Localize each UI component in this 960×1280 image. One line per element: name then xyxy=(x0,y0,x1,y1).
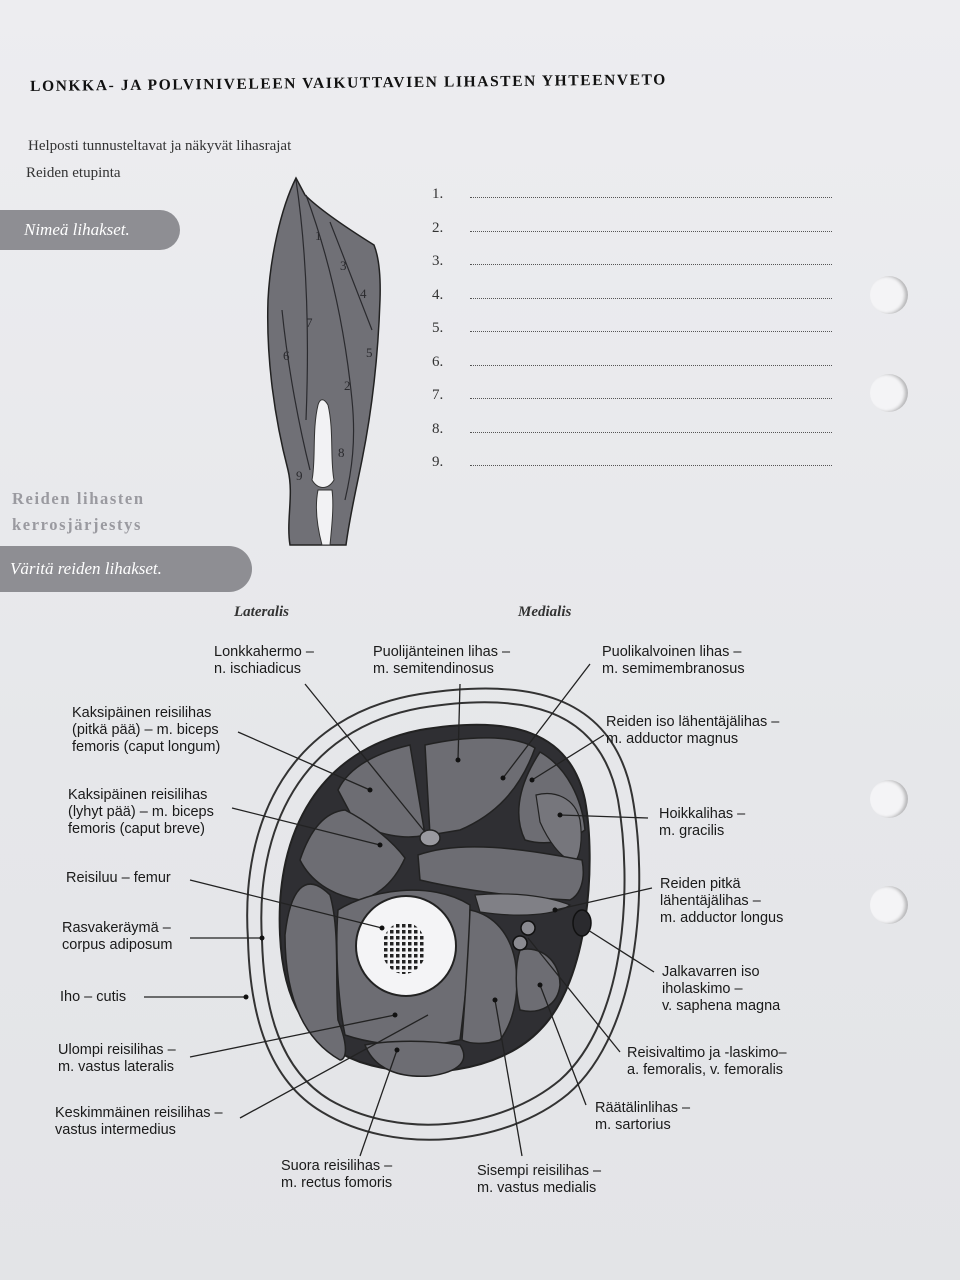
answer-row: 5. xyxy=(432,320,832,354)
layers-heading-line-2: kerrosjärjestys xyxy=(12,515,142,534)
label-femur: Reisiluu – femur xyxy=(66,870,171,886)
answer-row: 1. xyxy=(432,186,832,220)
answer-row: 8. xyxy=(432,421,832,455)
label-vastus-lateralis: Ulompi reisilihas – m. vastus lateralis xyxy=(58,1042,176,1075)
layers-heading-line-1: Reiden lihasten xyxy=(12,489,145,508)
skin-outer xyxy=(260,701,626,1126)
adductor-magnus-shape xyxy=(417,846,584,901)
semitendinosus-shape xyxy=(424,737,536,836)
adductor-longus-shape xyxy=(474,893,572,916)
label-femoralis: Reisivaltimo ja -laskimo– a. femoralis, … xyxy=(627,1045,787,1078)
label-adductor-longus: Reiden pitkä lähentäjälihas – m. adducto… xyxy=(660,876,784,926)
leg-number: 8 xyxy=(338,445,345,460)
leg-number: 9 xyxy=(296,468,303,483)
label-rectus: Suora reisilihas – m. rectus fomoris xyxy=(281,1158,393,1191)
label-adiposum: Rasvakeräymä – corpus adiposum xyxy=(62,920,173,953)
lateral-label: Lateralis xyxy=(234,604,289,620)
label-gracilis: Hoikkalihas – m. gracilis xyxy=(659,806,746,839)
sciatic-nerve-shape xyxy=(419,829,441,847)
leg-number: 1 xyxy=(315,228,322,243)
label-semimembranosus: Puolikalvoinen lihas – m. semimembranosu… xyxy=(602,644,745,677)
answer-row: 7. xyxy=(432,387,832,421)
answer-line[interactable] xyxy=(470,186,832,198)
answer-number: 1. xyxy=(432,186,444,202)
leader-lines xyxy=(144,663,655,1157)
label-biceps-short: Kaksipäinen reisilihas (lyhyt pää) – m. … xyxy=(68,787,214,837)
leg-number: 4 xyxy=(360,286,367,301)
vastus-lateralis-shape xyxy=(284,883,347,1061)
label-saphena: Jalkavarren iso iholaskimo – v. saphena … xyxy=(662,964,781,1014)
name-muscles-pill: Nimeä lihakset. xyxy=(0,210,180,250)
answer-line[interactable] xyxy=(470,421,832,433)
answer-row: 2. xyxy=(432,220,832,254)
answer-line[interactable] xyxy=(470,287,832,299)
leg-number: 3 xyxy=(340,258,347,273)
answer-row: 6. xyxy=(432,354,832,388)
leader-dots xyxy=(243,757,563,1053)
vastus-medialis-shape xyxy=(461,909,518,1045)
leg-number: 6 xyxy=(283,348,290,363)
leg-number: 5 xyxy=(366,345,373,360)
binder-hole-2 xyxy=(870,374,908,412)
answer-number: 5. xyxy=(432,320,444,336)
label-adductor-magnus: Reiden iso lähentäjälihas – m. adductor … xyxy=(606,714,780,747)
biceps-short-shape xyxy=(299,809,406,901)
answer-line[interactable] xyxy=(470,454,832,466)
label-vastus-intermedius: Keskimmäinen reisilihas – vastus interme… xyxy=(55,1105,223,1138)
label-cutis: Iho – cutis xyxy=(60,989,127,1005)
binder-hole-4 xyxy=(870,886,908,924)
leg-number: 7 xyxy=(306,315,313,330)
answer-row: 3. xyxy=(432,253,832,287)
leg-number: 2 xyxy=(344,378,351,393)
binder-hole-1 xyxy=(870,276,908,314)
femur-marrow xyxy=(382,922,426,974)
answer-number: 3. xyxy=(432,253,444,269)
rectus-femoris-shape xyxy=(363,1040,465,1078)
answer-number: 4. xyxy=(432,286,444,303)
color-muscles-pill: Väritä reiden lihakset. xyxy=(0,546,252,592)
femoral-artery-shape xyxy=(512,935,528,951)
answer-row: 4. xyxy=(432,287,832,321)
answer-line[interactable] xyxy=(470,220,832,232)
answer-line[interactable] xyxy=(470,387,832,399)
answer-number: 7. xyxy=(432,387,444,403)
answer-line[interactable] xyxy=(470,320,832,332)
label-vastus-medialis: Sisempi reisilihas – m. vastus medialis xyxy=(477,1163,602,1196)
label-biceps-long: Kaksipäinen reisilihas (pitkä pää) – m. … xyxy=(72,705,221,755)
medial-label: Medialis xyxy=(518,604,572,620)
answer-number: 2. xyxy=(432,219,444,236)
answer-number: 8. xyxy=(432,420,444,437)
label-sartorius: Räätälinlihas – m. sartorius xyxy=(595,1100,691,1133)
answer-row: 9. xyxy=(432,454,832,488)
answer-number: 6. xyxy=(432,353,444,370)
label-ischiadicus: Lonkkahermo – n. ischiadicus xyxy=(214,644,314,677)
femoral-vein-shape xyxy=(520,920,536,936)
answer-line[interactable] xyxy=(470,354,832,366)
intro-line-1: Helposti tunnusteltavat ja näkyvät lihas… xyxy=(28,138,292,154)
answer-number: 9. xyxy=(432,454,444,470)
answer-list: 1. 2. 3. 4. 5. 6. 7. 8. 9. xyxy=(432,186,832,488)
answer-line[interactable] xyxy=(470,253,832,265)
intro-line-2: Reiden etupinta xyxy=(26,165,121,181)
layers-heading: Reiden lihasten kerrosjärjestys xyxy=(12,486,145,538)
gracilis-shape xyxy=(535,793,582,863)
skin-outer-2 xyxy=(246,687,641,1141)
binder-hole-3 xyxy=(870,780,908,818)
label-semitendinosus: Puolijänteinen lihas – m. semitendinosus xyxy=(373,644,511,677)
saphena-shape xyxy=(572,909,592,937)
